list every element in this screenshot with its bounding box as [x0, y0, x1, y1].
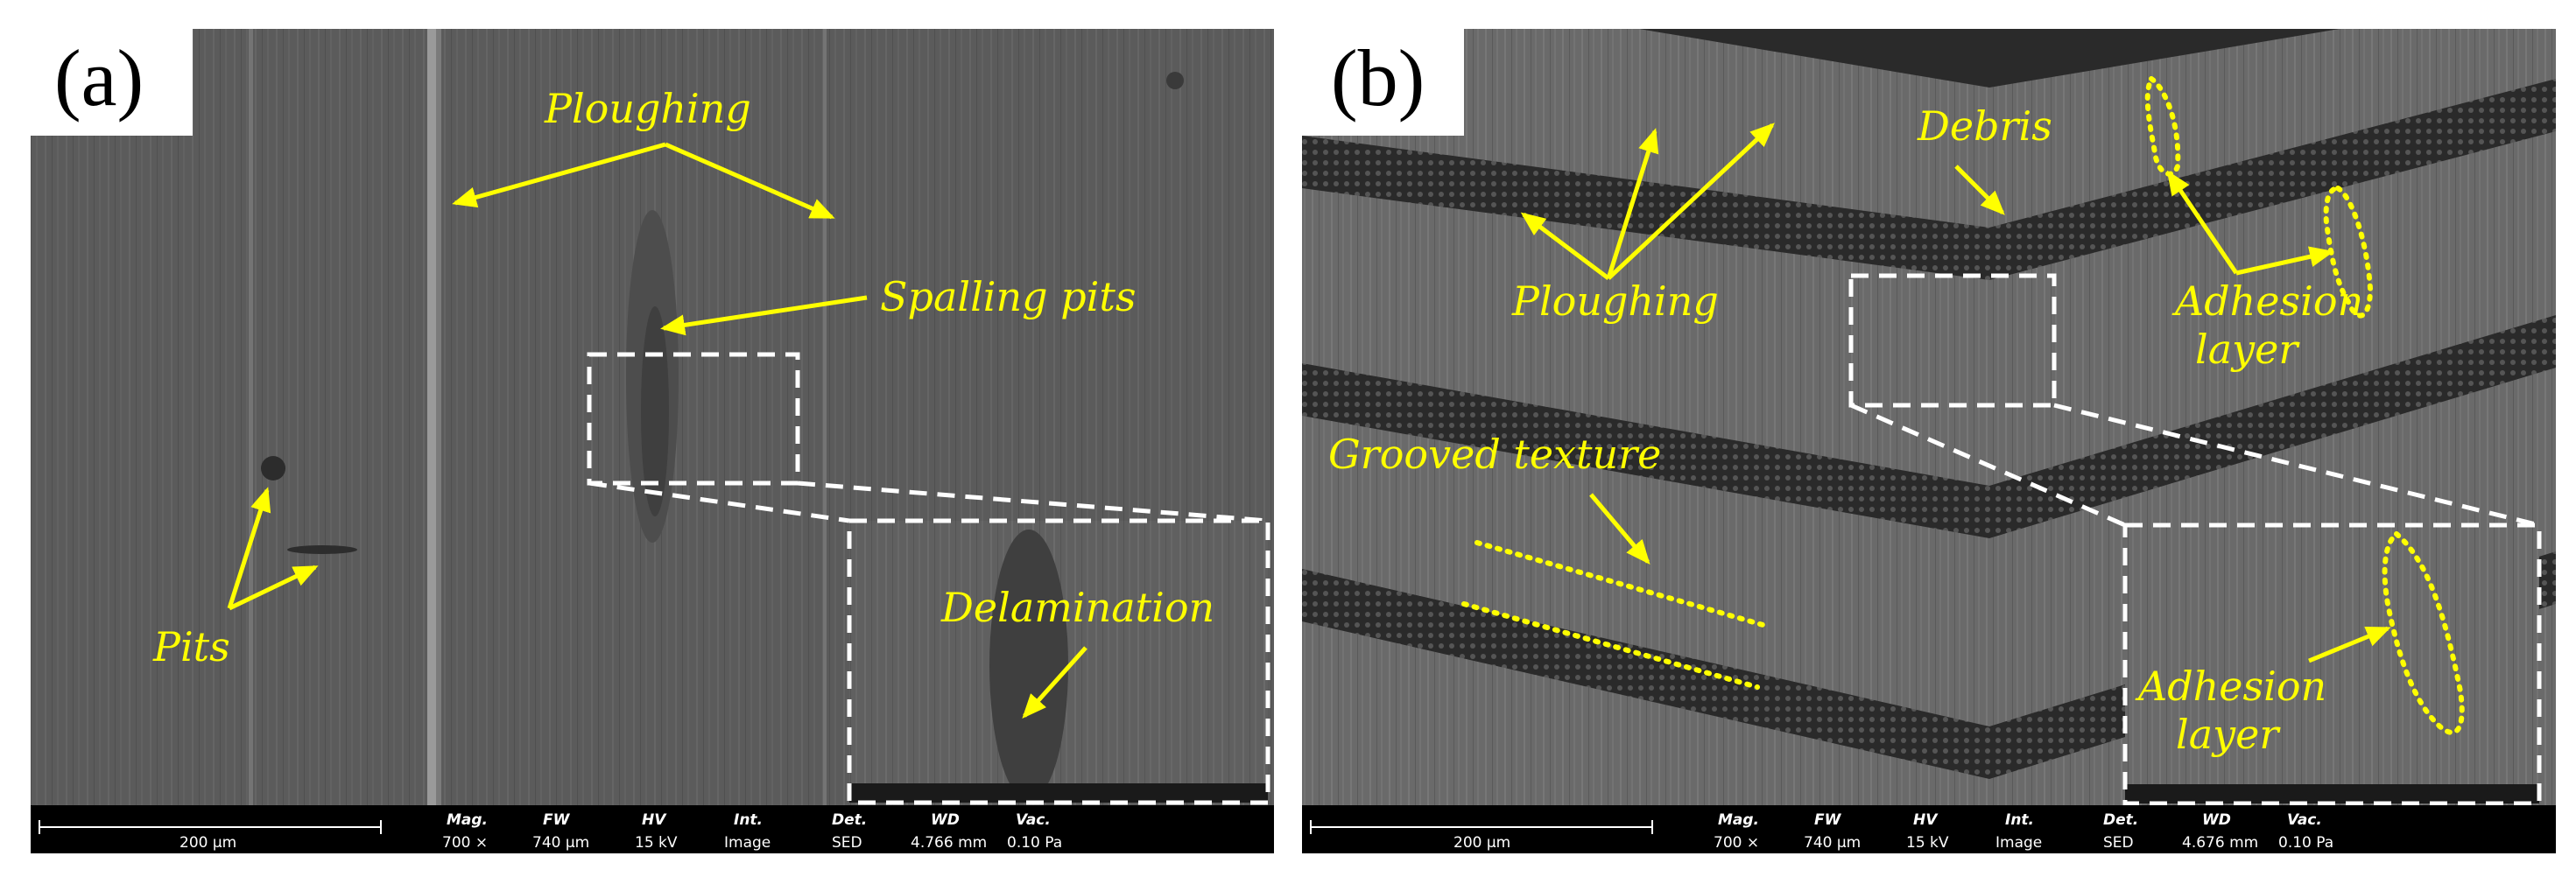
info-header-wd-b: WD	[2202, 811, 2231, 829]
arrow-ploughing-b-1	[1520, 212, 1610, 280]
arrow-grooved-texture	[1589, 493, 1650, 565]
panel-label-a: (a)	[54, 33, 144, 123]
label-inset-adhesion-2: layer	[2176, 711, 2281, 758]
panel-a: (a) Ploughing Spalling pits Pits Delamin…	[0, 0, 1278, 884]
arrow-adhesion-right	[2235, 246, 2334, 276]
label-ploughing-a: Ploughing	[544, 85, 751, 132]
label-debris: Debris	[1917, 102, 2052, 150]
info-header-hv-b: HV	[1913, 811, 1939, 829]
inset-a	[847, 518, 1270, 805]
selection-box-b	[1848, 273, 2057, 408]
info-header-det-b: Det.	[2103, 811, 2138, 829]
info-header-det-a: Det.	[832, 811, 867, 829]
info-value-vac-a: 0.10 Pa	[1007, 834, 1062, 852]
info-value-det-b: SED	[2103, 834, 2134, 852]
info-header-mag-b: Mag.	[1718, 811, 1759, 829]
scale-bar-label-a: 200 μm	[179, 834, 236, 852]
label-adhesion-b-1: Adhesion	[2171, 277, 2363, 325]
arrow-inset-adhesion	[2308, 626, 2391, 663]
info-header-vac-a: Vac.	[1016, 811, 1051, 829]
label-pits: Pits	[152, 623, 230, 670]
arrow-spalling-pits	[660, 295, 868, 336]
adhesion-outline-right	[2323, 185, 2374, 319]
info-value-vac-b: 0.10 Pa	[2278, 834, 2333, 852]
info-header-fw-b: FW	[1814, 811, 1842, 829]
zoom-line-b-left	[1849, 403, 2127, 528]
arrow-ploughing-b-3	[1607, 123, 1775, 280]
groove-1	[1302, 79, 2556, 280]
info-value-mag-a: 700 ×	[442, 834, 488, 852]
grooved-texture-line-bottom	[1461, 601, 1760, 690]
arrow-delamination	[1022, 646, 1087, 719]
info-bar-a: 200 μm Mag. FW HV Int. Det. WD Vac. 700 …	[31, 805, 1274, 853]
arrow-adhesion-top	[2166, 170, 2239, 275]
panel-label-b-box: (b)	[1289, 0, 1464, 136]
sem-image-a	[31, 29, 1274, 805]
info-header-hv-a: HV	[642, 811, 667, 829]
adhesion-outline-inset	[2382, 530, 2465, 735]
info-value-mag-b: 700 ×	[1714, 834, 1759, 852]
info-bar-b: 200 μm Mag. FW HV Int. Det. WD Vac. 700 …	[1302, 805, 2556, 853]
arrow-ploughing-a-left	[452, 142, 666, 208]
info-value-hv-a: 15 kV	[635, 834, 678, 852]
inset-b	[2122, 523, 2542, 806]
panel-label-a-box: (a)	[0, 0, 193, 136]
zoom-line-a-left	[588, 481, 850, 523]
label-spalling-pits: Spalling pits	[880, 273, 1136, 320]
info-value-hv-b: 15 kV	[1906, 834, 1949, 852]
label-inset-adhesion-1: Adhesion	[2135, 663, 2326, 710]
info-value-int-b: Image	[1995, 834, 2042, 852]
info-header-fw-a: FW	[543, 811, 571, 829]
groove-2	[1302, 315, 2556, 538]
panel-label-b: (b)	[1331, 33, 1425, 123]
info-value-wd-b: 4.676 mm	[2182, 834, 2258, 852]
label-grooved-texture: Grooved texture	[1328, 431, 1661, 478]
info-header-int-a: Int.	[734, 811, 763, 829]
info-value-fw-a: 740 μm	[532, 834, 589, 852]
info-value-det-a: SED	[832, 834, 862, 852]
arrow-pits-up	[227, 487, 271, 609]
arrow-ploughing-a-right	[664, 142, 835, 220]
info-header-int-b: Int.	[2005, 811, 2034, 829]
arrow-ploughing-b-2	[1606, 128, 1659, 279]
arrow-pits-right	[228, 565, 319, 611]
info-header-mag-a: Mag.	[447, 811, 488, 829]
label-adhesion-b-2: layer	[2195, 326, 2300, 373]
info-value-wd-a: 4.766 mm	[911, 834, 987, 852]
panel-b: (b) Ploughing Debris Adhesion layer Groo…	[1289, 0, 2576, 884]
scale-bar-label-b: 200 μm	[1453, 834, 1510, 852]
grooved-texture-line-top	[1475, 540, 1769, 628]
arrow-debris	[1954, 165, 2005, 215]
info-header-wd-a: WD	[931, 811, 960, 829]
label-ploughing-b: Ploughing	[1511, 277, 1719, 325]
label-delamination: Delamination	[940, 584, 1214, 631]
info-value-fw-b: 740 μm	[1804, 834, 1861, 852]
info-value-int-a: Image	[724, 834, 771, 852]
info-header-vac-b: Vac.	[2287, 811, 2322, 829]
zoom-line-a-right	[797, 481, 1269, 523]
